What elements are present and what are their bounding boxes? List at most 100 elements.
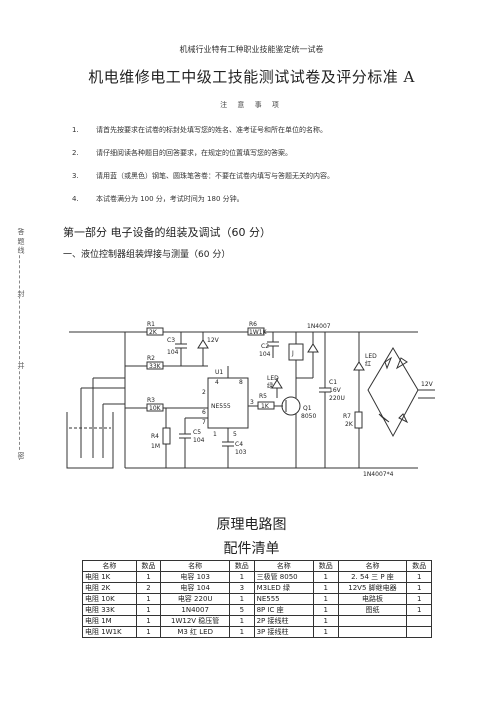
table-cell: 3P 接线柱 (253, 626, 315, 638)
label-c3: C3 (167, 337, 175, 344)
value-c1-volt: 16V (329, 387, 342, 394)
table-header-row: 名称 数品 名称 数品 名称 数品 名称 数品 (82, 560, 432, 572)
table-cell: 电阻 1W1K (82, 626, 137, 638)
table-cell: 电容 104 (160, 582, 231, 594)
table-cell: 电阻 2K (82, 582, 137, 594)
label-u1: U1 (215, 369, 223, 376)
pin-6: 6 (202, 409, 206, 416)
table-cell: 电阻 1K (82, 571, 137, 583)
exam-header: 机械行业特有工种职业技能鉴定统一试卷 (179, 45, 324, 54)
table-cell: 1 (229, 571, 255, 583)
table-cell: 1 (135, 604, 162, 616)
rule-item: 1.请首先按要求在试卷的标封处填写您的姓名、准考证号和所在单位的名称。 (72, 125, 327, 135)
label-r3: R3 (147, 397, 155, 404)
rule-text: 本试卷满分为 100 分，考试时间为 180 分钟。 (96, 195, 244, 203)
table-cell: 电路板 (337, 593, 408, 605)
table-cell (337, 626, 408, 638)
table-cell: 电阻 10K (82, 593, 137, 605)
table-cell: 1 (313, 582, 339, 594)
circuit-diagram: R1 2K C3 104 12V R6 1W1K 1N4007 C2 104 J… (66, 321, 435, 478)
rule-text: 请首先按要求在试卷的标封处填写您的姓名、准考证号和所在单位的名称。 (96, 126, 327, 134)
label-led-red: LED (365, 353, 377, 360)
table-cell: M3LED 绿 (253, 582, 315, 594)
value-r3: 10K (149, 405, 162, 412)
table-cell: 1 (406, 571, 432, 583)
value-r2: 33K (149, 363, 162, 370)
value-c1-cap: 220U (329, 395, 345, 402)
label-c4: C4 (235, 441, 243, 448)
table-cell: 电容 220U (160, 593, 231, 605)
value-r7: 2K (345, 421, 354, 428)
pin-7: 7 (202, 419, 206, 426)
table-cell: 电阻 1M (82, 615, 137, 627)
label-r7: R7 (343, 413, 351, 420)
table-cell: 1 (313, 626, 339, 638)
pin-4: 4 (215, 379, 219, 386)
value-c5: 104 (193, 437, 205, 444)
table-cell: 1W12V 稳压管 (160, 615, 231, 627)
table-cell: 5 (229, 604, 255, 616)
rule-item: 3.请用蓝（或黑色）钢笔、圆珠笔答卷：不要在试卷内填写与答题无关的内容。 (72, 171, 334, 181)
page-title: 机电维修电工中级工技能测试试卷及评分标准 A (88, 68, 415, 86)
col-header: 数品 (135, 560, 162, 572)
value-c2: 104 (259, 351, 271, 358)
label-12v-out: 12V (421, 381, 434, 388)
value-r6: 1W1K (249, 329, 268, 336)
table-cell (406, 626, 432, 638)
table-cell: 电阻 33K (82, 604, 137, 616)
value-q1: 8050 (301, 413, 316, 420)
pin-1: 1 (213, 431, 217, 438)
table-cell: 1 (313, 615, 339, 627)
label-diode: 1N4007 (307, 323, 331, 330)
table-cell: 三极管 8050 (253, 571, 315, 583)
table-cell (337, 615, 408, 627)
rule-text: 请仔细阅读各种题目的回答要求，在规定的位置填写您的答案。 (96, 149, 292, 157)
value-c3: 104 (167, 349, 179, 356)
table-cell: 1 (135, 593, 162, 605)
table-cell: 1 (229, 626, 255, 638)
table-cell: 电容 103 (160, 571, 231, 583)
label-relay: J (291, 350, 294, 357)
table-cell: NE555 (253, 593, 315, 605)
table-cell: 图纸 (337, 604, 408, 616)
table-row: 电阻 1W1K 1 M3 红 LED 1 3P 接线柱 1 (82, 626, 432, 638)
table-row: 电阻 1K 1 电容 103 1 三极管 8050 1 2. 54 三 P 座 … (82, 571, 432, 583)
col-header: 数品 (313, 560, 339, 572)
col-header: 名称 (337, 560, 408, 572)
label-r2: R2 (147, 355, 155, 362)
rule-text: 请用蓝（或黑色）钢笔、圆珠笔答卷：不要在试卷内填写与答题无关的内容。 (96, 172, 334, 180)
table-cell: 1 (406, 604, 432, 616)
table-cell: M3 红 LED (160, 626, 231, 638)
table-cell: 1 (135, 626, 162, 638)
table-row: 电阻 2K 2 电容 104 3 M3LED 绿 1 12V5 脚继电器 1 (82, 582, 432, 594)
table-cell: 1 (406, 593, 432, 605)
pin-8: 8 (239, 379, 243, 386)
rule-number: 4. (72, 195, 79, 203)
table-cell: 1 (313, 593, 339, 605)
col-header: 名称 (253, 560, 315, 572)
table-cell: 1 (229, 593, 255, 605)
table-cell: 12V5 脚继电器 (337, 582, 408, 594)
rule-number: 2. (72, 149, 79, 157)
label-ne555: NE555 (211, 403, 231, 410)
table-row: 电阻 10K 1 电容 220U 1 NE555 1 电路板 1 (82, 593, 432, 605)
label-q1: Q1 (303, 405, 312, 412)
label-c2: C2 (261, 343, 269, 350)
side-label: 密 (16, 452, 26, 459)
table-cell: 1 (229, 615, 255, 627)
value-c4: 103 (235, 449, 247, 456)
binding-line (19, 230, 20, 460)
col-header: 数品 (406, 560, 432, 572)
table-row: 电阻 33K 1 1N4007 5 8P IC 座 1 图纸 1 (82, 604, 432, 616)
table-cell: 1N4007 (160, 604, 231, 616)
table-cell: 1 (406, 582, 432, 594)
side-label: 答 题 线 (16, 228, 26, 254)
label-c1: C1 (329, 379, 337, 386)
pin-5: 5 (233, 431, 237, 438)
value-r5: 1K (261, 403, 270, 410)
color-led-green: 绿 (267, 382, 273, 390)
table-cell: 3 (229, 582, 255, 594)
label-bridge: 1N4007*4 (363, 471, 394, 478)
table-caption: 配件清单 (223, 541, 280, 557)
table-cell: 1 (313, 604, 339, 616)
